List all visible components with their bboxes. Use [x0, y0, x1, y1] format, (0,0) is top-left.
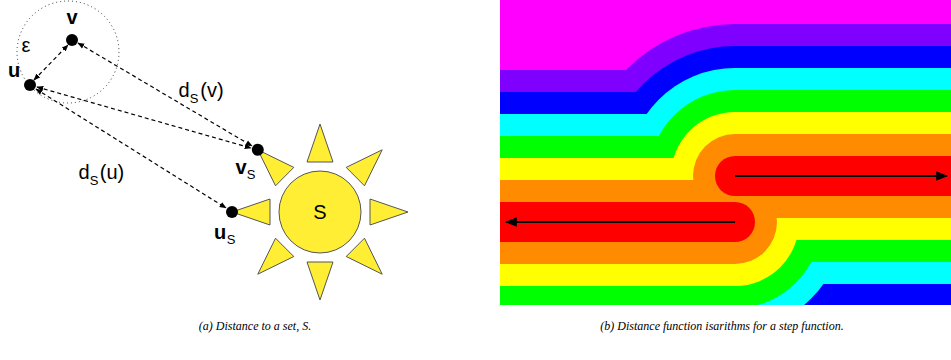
epsilon-ball: [17, 1, 119, 103]
distance-label: d: [178, 80, 189, 100]
subscript: S: [247, 168, 256, 181]
caption: (b) Distance function isarithms for a st…: [600, 320, 843, 332]
points: [24, 34, 264, 218]
distance-label: (v): [200, 80, 223, 100]
point-label: u: [8, 60, 20, 80]
subscript: S: [190, 92, 199, 105]
isarithm-bands: [500, 0, 951, 305]
distance-lines: [34, 43, 252, 208]
point-label: v: [66, 7, 77, 27]
set-label: S: [313, 201, 326, 224]
sun-circle: S: [278, 170, 362, 254]
sun-rays: [232, 124, 408, 300]
epsilon-label: ε: [22, 35, 31, 55]
subscript: S: [227, 233, 236, 246]
step-arrows: [506, 176, 947, 222]
distance-label: (u): [100, 162, 124, 182]
point-label: u: [214, 222, 226, 242]
point-label: v: [235, 157, 246, 177]
subscript: S: [90, 174, 99, 187]
caption: (a) Distance to a set, S.: [199, 320, 311, 332]
distance-label: d: [78, 162, 89, 182]
